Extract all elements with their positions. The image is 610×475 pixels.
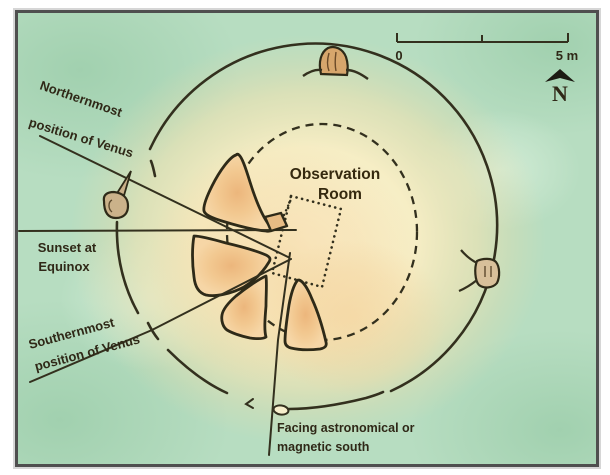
outer-wall-dash [149, 159, 157, 178]
loop-mark [272, 404, 290, 416]
outer-wall-arc-southwest [166, 348, 229, 395]
outer-wall-arc-south [287, 390, 385, 411]
sightline-sunset-equinox [18, 229, 297, 232]
label-south-facing-line2: magnetic south [277, 440, 369, 454]
wall-fragment-southeast [283, 278, 328, 352]
doorway-structures [102, 45, 501, 293]
outer-wall-ring [115, 42, 499, 411]
label-observation-room-line2: Room [318, 186, 362, 203]
observation-room-connector-dots [282, 195, 294, 217]
figure-frame [15, 10, 599, 467]
doorway-structure-west [102, 170, 132, 220]
sightline-south-facing [268, 252, 291, 456]
figure-outer-shadow [13, 8, 601, 469]
north-arrow-icon [545, 69, 575, 82]
north-compass: N [545, 69, 575, 106]
label-sunset-line2: Equinox [38, 259, 90, 274]
chevron-mark [244, 398, 254, 409]
label-sunset-line1: Sunset at [38, 240, 97, 255]
sightline-venus-south [29, 258, 292, 383]
label-south-facing-line1: Facing astronomical or [277, 421, 415, 435]
sightline-venus-north [39, 135, 289, 258]
observation-room-dotted-outline [270, 194, 343, 289]
north-label: N [552, 81, 568, 106]
scale-bar: 0 5 m [395, 33, 578, 63]
survey-marks [244, 398, 290, 416]
sightlines [18, 135, 297, 456]
outer-wall-fragment [146, 321, 160, 341]
central-sighting-stone [263, 211, 289, 233]
wall-fragment-south [220, 274, 268, 341]
outer-wall-arc-main [148, 42, 499, 393]
scale-zero-label: 0 [395, 48, 402, 63]
doorway-structure-top [302, 45, 369, 80]
scale-max-label: 5 m [556, 48, 578, 63]
doorway-structure-east [458, 249, 501, 293]
label-observation-room-line1: Observation [290, 166, 380, 183]
